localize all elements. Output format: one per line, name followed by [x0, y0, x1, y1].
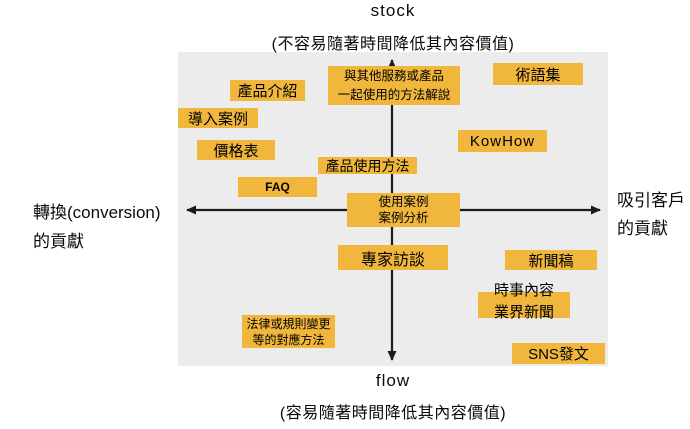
item-legal-changes: 法律或規則變更 等的對應方法 [242, 315, 335, 348]
axis-label-conversion: 轉換(conversion) 的貢獻 [33, 198, 161, 256]
item-press-release-label: 新聞稿 [528, 252, 574, 270]
item-press-release: 新聞稿 [505, 250, 597, 270]
item-sns-posts-label: SNS發文 [528, 346, 589, 363]
item-faq: FAQ [238, 177, 317, 197]
item-combined-usage-line1: 與其他服務或產品 [343, 68, 444, 83]
item-price-list: 價格表 [197, 140, 275, 160]
item-expert-interview-label: 專家訪談 [360, 251, 425, 269]
axis-label-attract-line1: 吸引客戶 [617, 191, 685, 210]
item-glossary-label: 術語集 [515, 66, 561, 84]
item-use-case-analysis: 使用案例 案例分析 [347, 193, 460, 227]
item-product-usage-label: 產品使用方法 [325, 157, 410, 174]
item-price-list-label: 價格表 [213, 142, 259, 160]
item-faq-label: FAQ [265, 180, 290, 194]
axis-label-conversion-line1: 轉換(conversion) [33, 203, 161, 222]
item-current-topics-line1: 時事內容 [493, 282, 554, 299]
axis-label-stock: stock [370, 1, 416, 20]
item-product-intro-label: 產品介紹 [237, 83, 298, 100]
item-current-topics-line2: 業界新聞 [493, 304, 554, 321]
item-expert-interview: 專家訪談 [338, 245, 448, 270]
item-knowhow: KowHow [458, 130, 547, 152]
item-combined-usage-line2: 一起使用的方法解說 [337, 87, 451, 102]
item-current-topics: 時事內容 業界新聞 [478, 280, 570, 324]
item-sns-posts: SNS發文 [512, 343, 605, 364]
axis-label-conversion-line2: 的貢獻 [33, 232, 84, 251]
item-adoption-cases-label: 導入案例 [187, 110, 248, 128]
item-legal-changes-line1: 法律或規則變更 [246, 316, 331, 331]
item-legal-changes-line2: 等的對應方法 [252, 332, 325, 347]
axis-note-stock: (不容易隨著時間降低其內容價值) [271, 36, 515, 53]
item-current-topics-highlight [478, 292, 570, 318]
item-knowhow-label: KowHow [469, 132, 536, 150]
item-use-case-line1: 使用案例 [378, 195, 429, 209]
item-adoption-cases: 導入案例 [178, 108, 258, 128]
item-product-usage: 產品使用方法 [318, 157, 417, 174]
item-use-case-line2: 案例分析 [378, 211, 429, 225]
axis-note-flow: (容易隨著時間降低其內容價值) [279, 405, 507, 422]
item-product-intro: 產品介紹 [230, 80, 305, 101]
axis-label-attract-customers: 吸引客戶 的貢獻 [617, 187, 685, 243]
item-glossary: 術語集 [493, 63, 583, 85]
axis-label-flow: flow [375, 371, 411, 390]
axis-label-attract-line2: 的貢獻 [617, 219, 668, 238]
item-combined-usage-guide: 與其他服務或產品 一起使用的方法解說 [328, 66, 460, 105]
